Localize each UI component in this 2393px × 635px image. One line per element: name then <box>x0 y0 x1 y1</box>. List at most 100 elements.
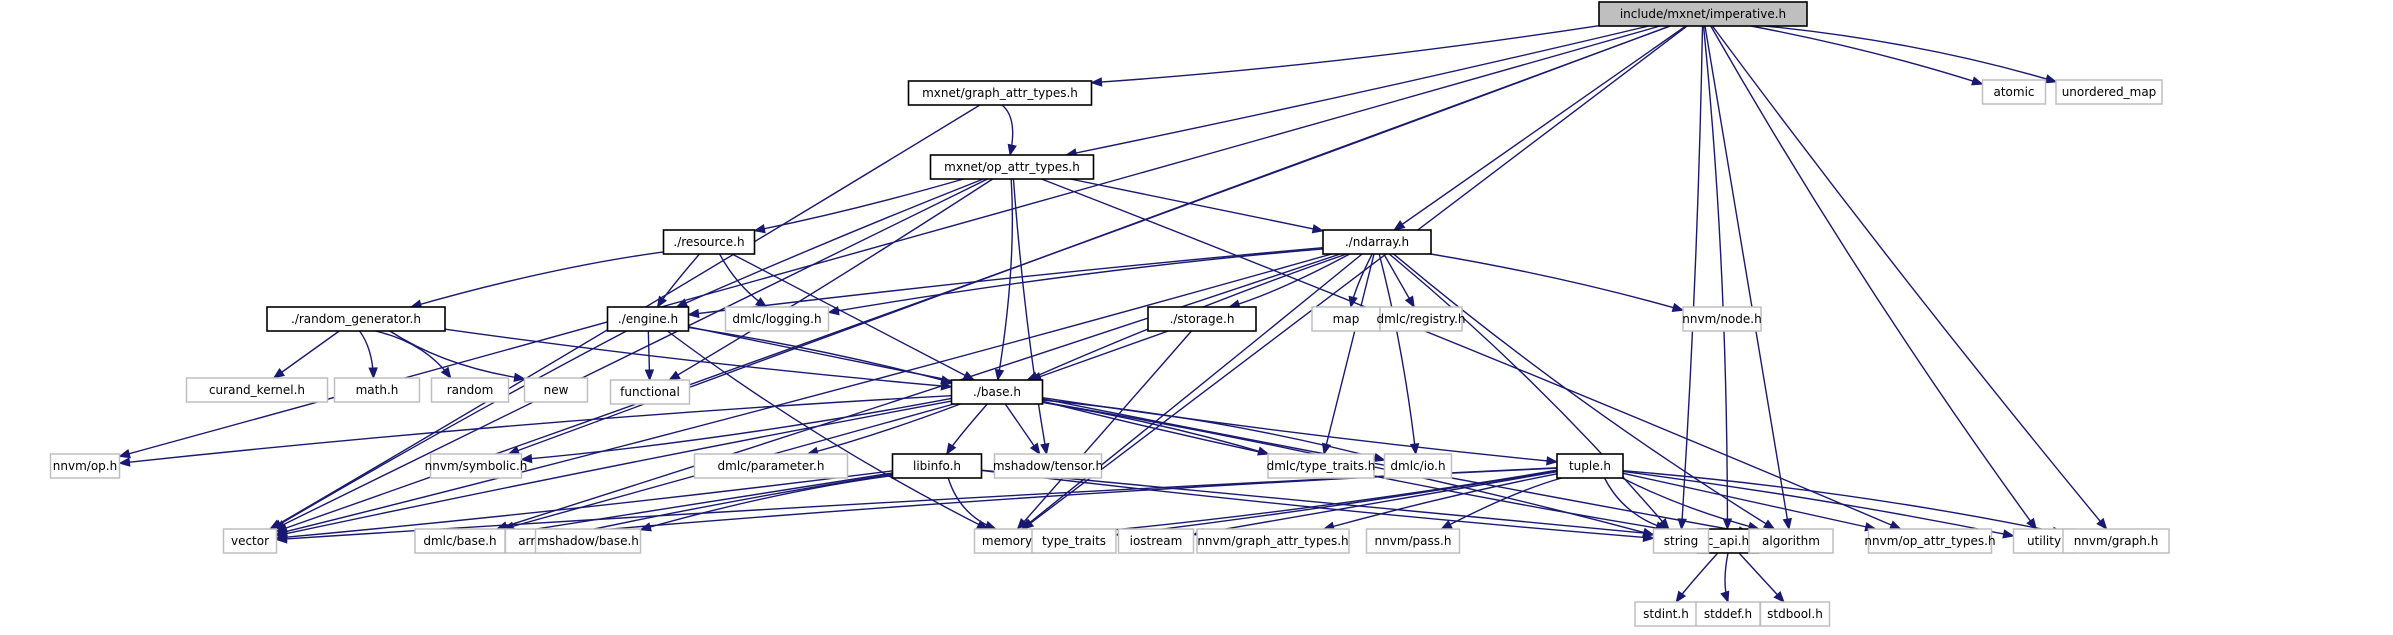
node-label: libinfo.h <box>913 459 961 473</box>
edges-layer <box>118 24 2108 604</box>
node-label: nnvm/node.h <box>1682 312 1761 326</box>
node-label: nnvm/pass.h <box>1375 534 1452 548</box>
arrowhead-op_attr_types <box>1007 143 1017 157</box>
node-nnvm-op: nnvm/op.h <box>49 453 121 479</box>
arrowhead-dmlc_logging <box>827 305 840 316</box>
arrowhead-dmlc_io <box>1409 443 1420 456</box>
node-box <box>222 528 278 554</box>
node-random: random <box>430 377 510 403</box>
arrowhead-memory <box>984 520 998 530</box>
node-label: ./resource.h <box>673 235 744 249</box>
node-box <box>430 377 510 403</box>
node-box <box>49 453 121 479</box>
arrowhead-c_api <box>1722 518 1733 531</box>
node-label: curand_kernel.h <box>209 383 305 397</box>
edge-base-to-tuple <box>1042 396 1558 463</box>
edge-resource-to-random_generator <box>410 251 664 308</box>
edge-tuple-to-iostream <box>1193 471 1558 536</box>
node-label: vector <box>231 534 269 548</box>
node-dmlc-registry: dmlc/registry.h <box>1377 306 1466 332</box>
node-label: ./storage.h <box>1170 312 1235 326</box>
node-iostream: iostream <box>1117 528 1195 554</box>
edge-ndarray-to-vector <box>276 253 1332 535</box>
node-label: iostream <box>1130 534 1183 548</box>
arrowhead-stdbool <box>1773 591 1785 603</box>
node-storage[interactable]: ./storage.h <box>1147 306 1257 332</box>
node-label: mxnet/graph_attr_types.h <box>922 86 1078 100</box>
edge-op_attr_types-to-resource <box>754 178 964 232</box>
node-mshadow-base: mshadow/base.h <box>534 528 642 554</box>
node-label: map <box>1333 312 1360 326</box>
node-label: c_api.h <box>1707 534 1749 548</box>
arrowhead-stdint <box>1675 590 1687 604</box>
node-box <box>523 377 589 403</box>
arrowhead-atomic <box>1971 76 1984 86</box>
node-box <box>1311 306 1381 332</box>
node-engine[interactable]: ./engine.h <box>606 306 690 332</box>
node-box <box>724 306 830 332</box>
node-tuple[interactable]: tuple.h <box>1556 453 1624 479</box>
node-resource[interactable]: ./resource.h <box>662 229 756 255</box>
node-imperative[interactable]: include/mxnet/imperative.h <box>1598 1 1808 27</box>
node-dmlc-parameter: dmlc/parameter.h <box>693 453 849 479</box>
node-box <box>973 528 1041 554</box>
arrowhead-base <box>940 381 953 391</box>
edge-tuple-to-nnvm_graph <box>1622 470 2064 535</box>
node-label: nnvm/op.h <box>53 459 117 473</box>
node-label: math.h <box>356 383 399 397</box>
edge-imperative-to-string <box>1680 25 1704 530</box>
node-box <box>1556 453 1624 479</box>
node-nnvm-op-attr-types: nnvm/op_attr_types.h <box>1864 528 1996 554</box>
node-base[interactable]: ./base.h <box>950 379 1044 405</box>
node-box <box>1981 79 2047 105</box>
node-random-generator[interactable]: ./random_generator.h <box>266 306 446 332</box>
edge-op_attr_types-to-ndarray <box>1070 178 1324 232</box>
node-math-h: math.h <box>333 377 421 403</box>
nodes-layer: include/mxnet/imperative.h mxnet/graph_at… <box>49 1 2170 627</box>
node-label: mshadow/base.h <box>537 534 639 548</box>
node-box <box>907 80 1093 106</box>
node-nnvm-graph-attr-types: nnvm/graph_attr_types.h <box>1196 528 1350 554</box>
node-functional: functional <box>609 379 691 405</box>
node-ndarray[interactable]: ./ndarray.h <box>1322 229 1432 255</box>
node-op-attr-types[interactable]: mxnet/op_attr_types.h <box>929 154 1095 180</box>
node-label: ./random_generator.h <box>291 312 421 326</box>
edge-tuple-to-algorithm <box>1621 477 1760 530</box>
edge-engine-to-memory <box>666 330 988 530</box>
arrowhead-map <box>1348 295 1358 309</box>
edge-op_attr_types-to-base <box>997 178 1014 381</box>
node-string: string <box>1652 528 1710 554</box>
edge-tuple-to-nnvm_graph_attr_types <box>1323 473 1558 530</box>
node-box <box>266 306 446 332</box>
edge-ndarray-to-dmlc_logging <box>828 248 1324 314</box>
node-box <box>929 154 1095 180</box>
arrowhead-utility <box>2002 529 2015 539</box>
edge-libinfo-to-vector <box>276 470 893 539</box>
node-box <box>662 229 756 255</box>
node-label: utility <box>2027 534 2061 548</box>
arrowhead-resource <box>753 224 766 234</box>
edge-tuple-to-utility <box>1622 470 2014 537</box>
node-libinfo[interactable]: libinfo.h <box>891 453 983 479</box>
edge-imperative-to-c_api <box>1702 25 1729 530</box>
node-box <box>534 528 642 554</box>
arrowhead-ndarray <box>1311 224 1325 234</box>
node-graph-attr-types[interactable]: mxnet/graph_attr_types.h <box>907 80 1093 106</box>
node-label: string <box>1664 534 1698 548</box>
node-box <box>1867 528 1993 554</box>
node-label: nnvm/graph.h <box>2074 534 2159 548</box>
edge-libinfo-to-c_api <box>981 469 1698 539</box>
node-algorithm: algorithm <box>1748 528 1834 554</box>
edge-ndarray-to-dmlc_io <box>1378 253 1417 455</box>
node-nnvm-symbolic: nnvm/symbolic.h <box>425 453 527 479</box>
node-box <box>609 379 691 405</box>
edge-ndarray-to-dmlc_base <box>496 253 1341 530</box>
edge-ndarray-to-dmlc_type_traits <box>1323 253 1375 455</box>
node-mshadow-tensor: mshadow/tensor.h <box>993 453 1103 479</box>
node-box <box>185 377 329 403</box>
node-curand-kernel: curand_kernel.h <box>185 377 329 403</box>
arrowhead-curand_kernel <box>272 368 286 379</box>
node-dmlc-logging: dmlc/logging.h <box>724 306 830 332</box>
node-label: stdint.h <box>1643 607 1689 621</box>
